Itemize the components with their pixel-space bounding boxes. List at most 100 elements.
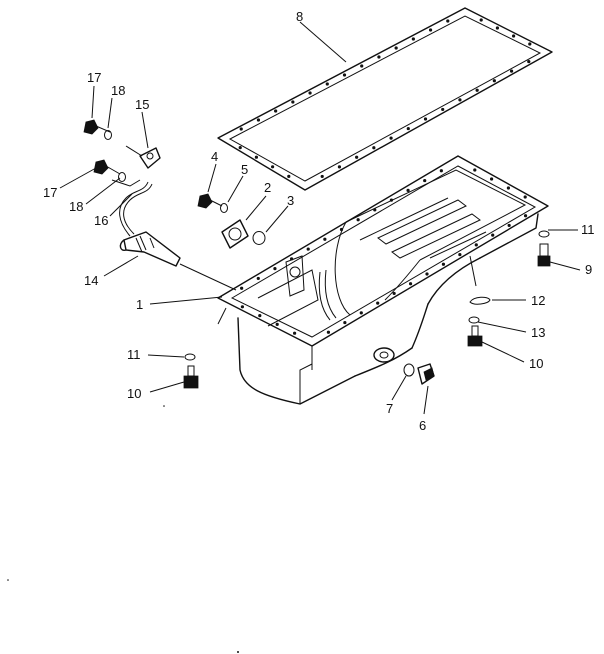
bolt-hole (523, 195, 527, 199)
callout-7: 7 (386, 401, 393, 416)
bolt-hole (406, 126, 410, 131)
callout-10: 10 (529, 356, 543, 371)
callout-9: 9 (585, 262, 592, 277)
bolt-hole (239, 127, 243, 131)
bolt-hole (326, 330, 331, 334)
bolt-hole (256, 276, 260, 281)
washer-18-upper (104, 130, 112, 140)
bolt-hole (258, 314, 262, 318)
bolt-hole (325, 82, 329, 86)
callout-10: 10 (127, 386, 141, 401)
bolt-hole (360, 64, 364, 68)
callout-12: 12 (531, 293, 545, 308)
bolt-hole (372, 146, 376, 150)
callout-18: 18 (69, 199, 83, 214)
callout-17: 17 (87, 70, 101, 85)
callout-11: 11 (127, 347, 141, 362)
bolt-hole (256, 118, 261, 122)
washer-5 (220, 203, 228, 213)
bolt-hole (479, 18, 483, 22)
callout-2: 2 (264, 180, 271, 195)
bolt-hole (473, 168, 477, 172)
bolt-hole (339, 227, 344, 232)
bolt-hole (238, 146, 242, 150)
bolt-4 (197, 193, 223, 209)
callout-3: 3 (287, 193, 294, 208)
bolt-17-lower (93, 159, 121, 175)
bolt-hole (425, 272, 429, 276)
gasket-part (217, 7, 553, 191)
bolt-hole (323, 237, 327, 241)
bolt-hole (406, 188, 410, 192)
bolt-9 (537, 243, 551, 267)
bolt-hole (507, 223, 511, 228)
bolt-hole (439, 169, 443, 173)
washer-13 (468, 316, 480, 324)
bolt-hole (275, 322, 279, 326)
bolt-10-right (467, 325, 483, 347)
bolt-hole (523, 214, 528, 218)
bolt-hole (458, 98, 462, 102)
bolt-hole (428, 28, 433, 32)
speck (7, 579, 9, 581)
bolt-hole (291, 100, 295, 104)
bolt-hole (527, 59, 531, 64)
bolt-hole (411, 37, 415, 41)
wire-harness-part (111, 179, 153, 237)
callout-11: 11 (581, 222, 595, 237)
bolt-hole (359, 311, 363, 315)
bolt-hole (389, 198, 394, 202)
bolt-hole (446, 19, 450, 23)
bolt-hole (389, 136, 393, 140)
callout-15: 15 (135, 97, 149, 112)
bolt-hole (274, 109, 278, 113)
oil-level-sensor-part (119, 231, 181, 267)
callout-1: 1 (136, 297, 143, 312)
bolt-hole (511, 34, 516, 38)
bolt-hole (475, 88, 479, 92)
bolt-hole (289, 257, 294, 261)
leader-lines (59, 21, 581, 415)
bolt-hole (240, 305, 244, 309)
bolt-hole (506, 186, 510, 190)
bolt-hole (528, 42, 532, 46)
bolt-hole (423, 117, 428, 121)
callout-labels: 8 17 18 15 4 5 2 3 17 18 16 14 11 9 1 12… (43, 9, 595, 433)
bolt-hole (342, 73, 347, 77)
o-ring-3 (252, 231, 266, 245)
bolt-hole (392, 291, 396, 296)
bolt-17-upper (83, 119, 111, 135)
bolt-hole (509, 69, 514, 73)
bolt-hole (306, 247, 310, 251)
speck (237, 651, 239, 653)
bolt-hole (337, 165, 342, 169)
bolt-hole (491, 233, 495, 237)
bolt-hole (355, 155, 359, 159)
washer-11-right (538, 230, 550, 238)
callout-8: 8 (296, 9, 303, 24)
speck (163, 405, 165, 407)
callout-14: 14 (84, 273, 98, 288)
bolt-hole (495, 26, 499, 30)
callout-18: 18 (111, 83, 125, 98)
bolt-hole (376, 301, 380, 305)
callout-4: 4 (211, 149, 218, 164)
cover-plate-part (221, 219, 249, 249)
clamp-part (125, 145, 161, 169)
bolt-hole (408, 282, 413, 286)
bolt-hole (308, 91, 312, 95)
bolt-hole (254, 155, 258, 159)
drain-plug-6 (417, 363, 435, 385)
bolt-hole (293, 331, 297, 335)
washer-11-left (184, 353, 196, 361)
oil-pan-part (217, 155, 549, 405)
bolt-hole (394, 46, 398, 50)
bolt-hole (492, 79, 496, 83)
bolt-hole (441, 107, 445, 112)
bolt-hole (458, 252, 462, 257)
bolt-hole (490, 177, 494, 181)
bolt-hole (271, 165, 275, 169)
bolt-hole (287, 174, 291, 178)
bolt-hole (377, 55, 381, 59)
